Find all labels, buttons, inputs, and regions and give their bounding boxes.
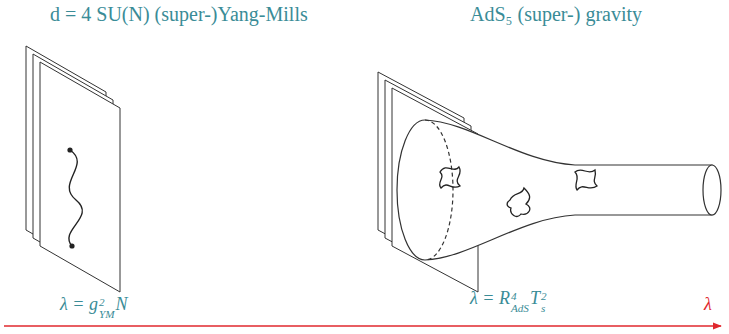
ads-throat [397, 120, 721, 260]
closed-string [440, 167, 461, 188]
label-text: 2 [99, 297, 115, 308]
string-endpoint [69, 243, 74, 248]
tube-end [703, 165, 721, 215]
script-stack: 2s [541, 291, 547, 313]
open-string-curve [69, 150, 82, 246]
label-text: YM [99, 309, 115, 320]
coupling-axis-arrow [4, 325, 721, 327]
throat-surface [425, 120, 712, 260]
label-text: d = 4 SU(N) (super-)Yang-Mills [50, 3, 308, 25]
coupling-formula: λ = R4AdST2s [470, 288, 548, 314]
closed-string [575, 170, 597, 190]
closed-string [507, 188, 530, 216]
label-text: AdS [511, 303, 529, 314]
label-text: N [115, 294, 127, 314]
label-text: λ = g [60, 294, 98, 314]
label-text: 4 [511, 291, 529, 302]
open-string [67, 147, 82, 248]
axis-label: λ [704, 294, 712, 315]
label-text: s [541, 303, 547, 314]
gauge-theory-title: d = 4 SU(N) (super-)Yang-Mills [50, 3, 308, 26]
gravity-title: AdS₅ (super-) gravity [470, 3, 642, 26]
label-text: AdS₅ (super-) gravity [470, 3, 642, 25]
closed-strings [440, 167, 597, 216]
string-endpoint [67, 147, 72, 152]
throat-mouth-back [425, 120, 453, 260]
brane-sheet [40, 62, 120, 292]
script-stack: 4AdS [511, 291, 529, 313]
label-text: λ [704, 294, 712, 314]
coupling-formula: λ = g2YMN [60, 294, 127, 320]
brane-stack [26, 46, 120, 292]
script-stack: 2YM [99, 297, 115, 319]
label-text: 2 [541, 291, 547, 302]
label-text: T [530, 288, 540, 308]
label-text: λ = R [470, 288, 510, 308]
throat-mouth-front [397, 120, 425, 260]
